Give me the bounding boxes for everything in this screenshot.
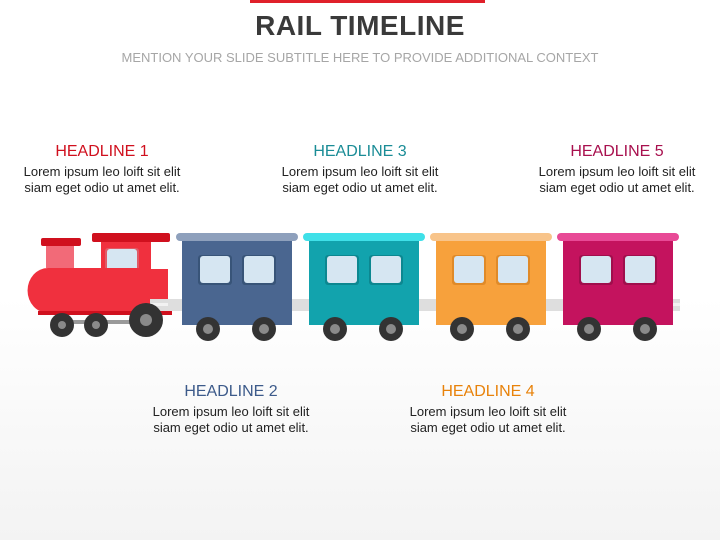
headline-block-3: HEADLINE 3 Lorem ipsum leo loift sit eli… <box>260 142 460 196</box>
headline-block-5: HEADLINE 5 Lorem ipsum leo loift sit eli… <box>517 142 717 196</box>
headline-text-2-line-2: siam eget odio ut amet elit. <box>153 420 309 435</box>
accent-bar <box>250 0 485 3</box>
headline-text-3-line-1: Lorem ipsum leo loift sit elit <box>281 164 439 179</box>
headline-text-5-line-2: siam eget odio ut amet elit. <box>539 180 695 195</box>
headline-title-5: HEADLINE 5 <box>570 143 664 160</box>
train-car-2 <box>176 233 298 341</box>
headline-text-3-line-2: siam eget odio ut amet elit. <box>282 180 438 195</box>
headline-text-2-line-1: Lorem ipsum leo loift sit elit <box>152 404 310 419</box>
slide-title: RAIL TIMELINE <box>255 10 465 41</box>
headline-title-4: HEADLINE 4 <box>441 383 535 400</box>
headline-block-2: HEADLINE 2 Lorem ipsum leo loift sit eli… <box>131 382 331 436</box>
headline-text-1-line-1: Lorem ipsum leo loift sit elit <box>23 164 181 179</box>
headline-title-1: HEADLINE 1 <box>55 143 149 160</box>
train-illustration <box>27 233 680 341</box>
locomotive-icon <box>27 233 172 337</box>
train-car-5 <box>557 233 679 341</box>
slide-subtitle: MENTION YOUR SLIDE SUBTITLE HERE TO PROV… <box>121 50 599 65</box>
train-car-4 <box>430 233 552 341</box>
headline-text-1-line-2: siam eget odio ut amet elit. <box>24 180 180 195</box>
headline-text-5-line-1: Lorem ipsum leo loift sit elit <box>538 164 696 179</box>
headline-block-1: HEADLINE 1 Lorem ipsum leo loift sit eli… <box>2 142 202 196</box>
headline-text-4-line-2: siam eget odio ut amet elit. <box>410 420 566 435</box>
headline-text-4-line-1: Lorem ipsum leo loift sit elit <box>409 404 567 419</box>
headline-block-4: HEADLINE 4 Lorem ipsum leo loift sit eli… <box>388 382 588 436</box>
train-car-3 <box>303 233 425 341</box>
headline-title-3: HEADLINE 3 <box>313 143 407 160</box>
headline-title-2: HEADLINE 2 <box>184 383 278 400</box>
